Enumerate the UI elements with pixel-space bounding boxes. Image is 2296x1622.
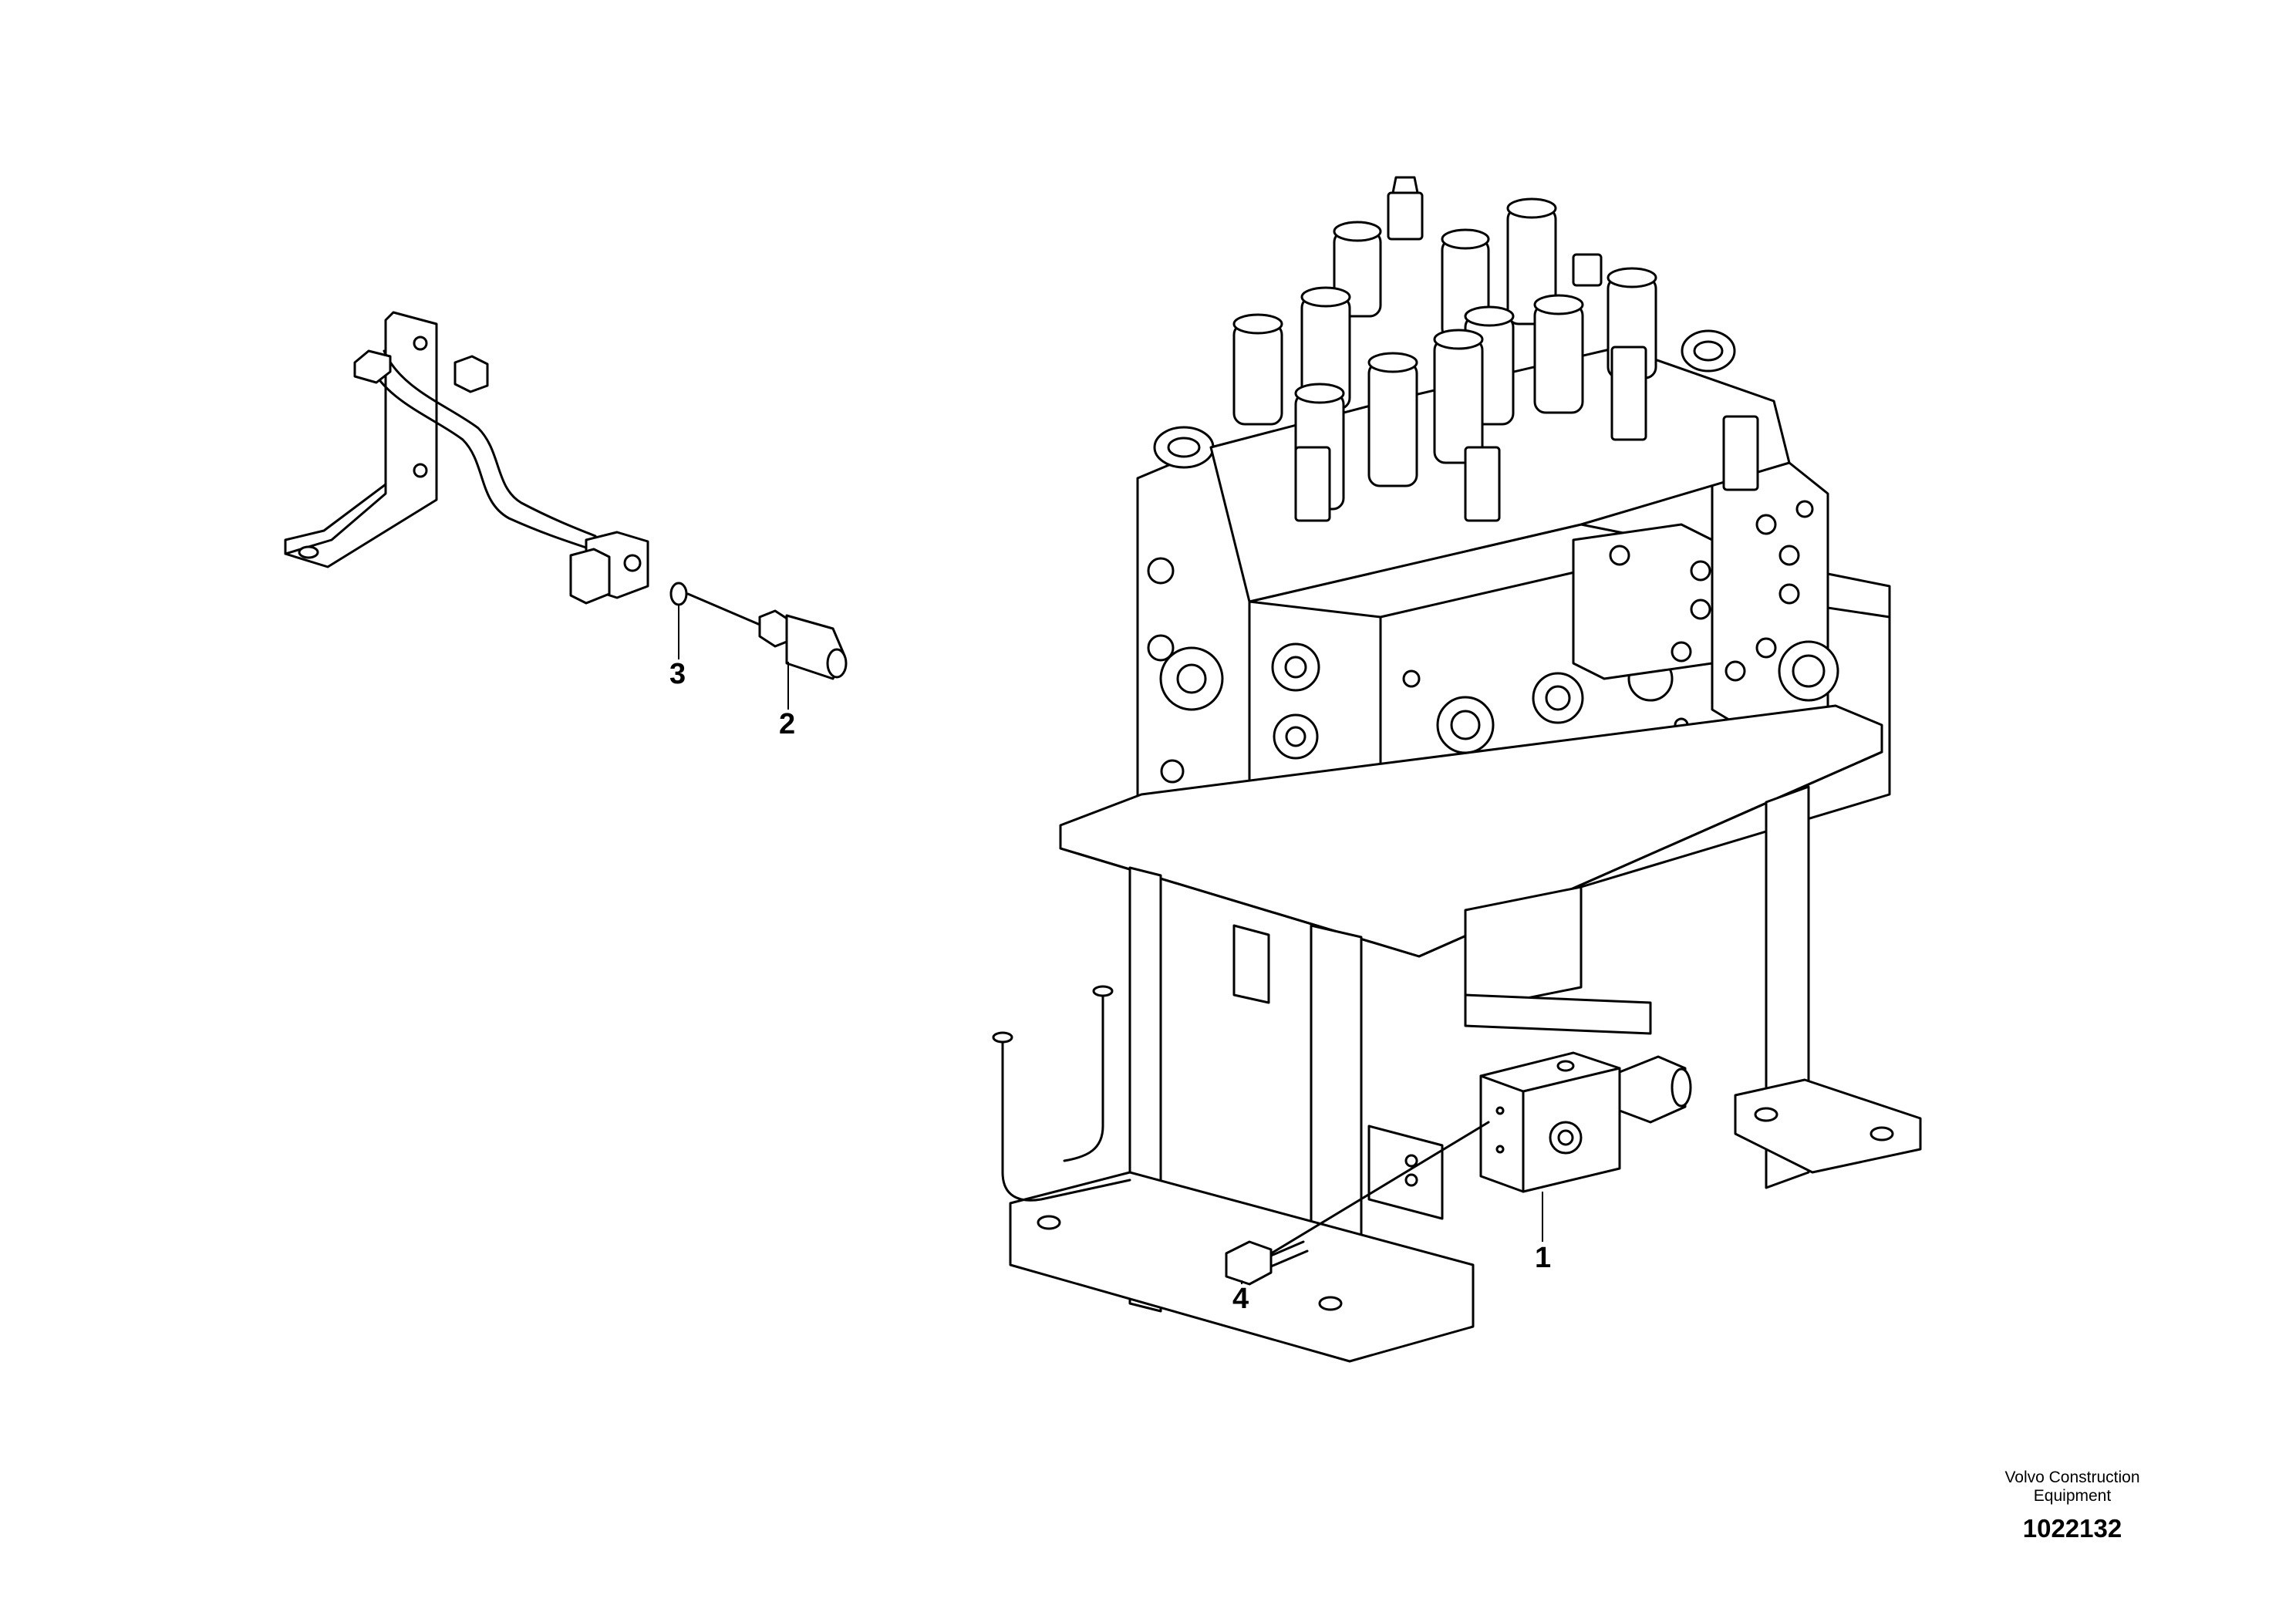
callout-3: 3 xyxy=(669,658,686,690)
brand-line-2: Equipment xyxy=(2033,1487,2112,1505)
relief-valves xyxy=(1294,176,1759,522)
callout-4: 4 xyxy=(1232,1283,1249,1315)
callout-1: 1 xyxy=(1535,1242,1552,1274)
callout-2: 2 xyxy=(779,708,796,740)
valve-block-part-1 xyxy=(1479,1051,1692,1193)
bracket-pipe-assembly xyxy=(284,311,649,605)
valve-stand xyxy=(992,704,1922,1363)
brand-line-1: Volvo Construction xyxy=(2004,1469,2140,1486)
o-ring-part-3 xyxy=(669,582,688,606)
drawing-number: 1022132 xyxy=(2022,1514,2122,1543)
solenoid-valves xyxy=(1232,197,1657,511)
pressure-sensor-part-2 xyxy=(686,592,848,680)
brand-label: Volvo Construction Equipment xyxy=(1980,1469,2165,1506)
bolt-part-4 xyxy=(1225,1121,1490,1286)
